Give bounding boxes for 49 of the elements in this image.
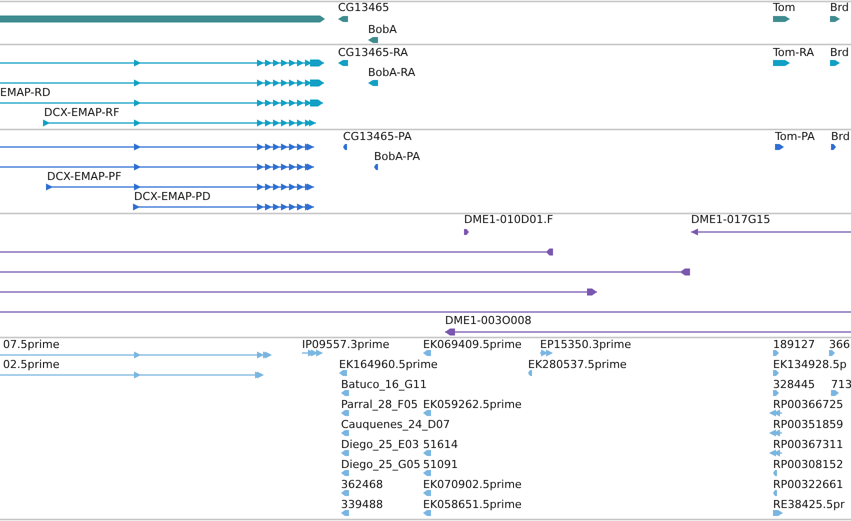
feature-label: 713 bbox=[831, 379, 851, 391]
feature-label: RE38425.5pr bbox=[773, 499, 845, 511]
feature-label: EK134928.5p bbox=[773, 359, 847, 371]
feature-label: BobA bbox=[368, 24, 397, 36]
feature-label: 362468 bbox=[341, 479, 383, 491]
feature-label: EK280537.5prime bbox=[528, 359, 627, 371]
feature-label: 189127 bbox=[773, 339, 815, 351]
feature-label: EK069409.5prime bbox=[423, 339, 522, 351]
feature-label: EK164960.5prime bbox=[339, 359, 438, 371]
feature-label: EK070902.5prime bbox=[423, 479, 522, 491]
feature-label: Cauquenes_24_D07 bbox=[341, 419, 450, 431]
feature-label: EK058651.5prime bbox=[423, 499, 522, 511]
feature-label: CG13465-RA bbox=[338, 47, 408, 59]
feature-label: EP15350.3prime bbox=[540, 339, 632, 351]
feature-label: CG13465 bbox=[338, 2, 390, 14]
feature-label: Tom-RA bbox=[773, 47, 814, 59]
feature-label: RP00308152 bbox=[773, 459, 844, 471]
feature-label: 51614 bbox=[423, 439, 458, 451]
feature-label: 51091 bbox=[423, 459, 458, 471]
feature-label: DME1-003O008 bbox=[445, 315, 532, 327]
feature-label: Batuco_16_G11 bbox=[341, 379, 427, 391]
feature-label: RP00366725 bbox=[773, 399, 844, 411]
feature-label: BobA-RA bbox=[368, 67, 416, 79]
feature-label: 366 bbox=[829, 339, 850, 351]
feature-label: DCX-EMAP-PF bbox=[47, 171, 122, 183]
feature-label: IP09557.3prime bbox=[302, 339, 390, 351]
feature-label: RP00367311 bbox=[773, 439, 844, 451]
feature-label: DME1-010D01.F bbox=[464, 214, 554, 226]
feature-label: DME1-017G15 bbox=[691, 214, 770, 226]
feature-label: Diego_25_E03 bbox=[341, 439, 419, 451]
feature-label: 339488 bbox=[341, 499, 383, 511]
feature-label: BobA-PA bbox=[374, 151, 420, 163]
feature-label: Brd bbox=[831, 131, 850, 143]
feature-label: RP00351859 bbox=[773, 419, 844, 431]
feature-label: EK059262.5prime bbox=[423, 399, 522, 411]
feature-label: 07.5prime bbox=[3, 339, 60, 351]
feature-label: Brd bbox=[830, 47, 849, 59]
feature-label: DCX-EMAP-PD bbox=[134, 191, 211, 203]
feature-label: Parral_28_F05 bbox=[341, 399, 418, 411]
feature-label: 02.5prime bbox=[3, 359, 60, 371]
feature-label: CG13465-PA bbox=[343, 131, 412, 143]
feature-label: Tom-PA bbox=[775, 131, 815, 143]
feature-label: RP00322661 bbox=[773, 479, 844, 491]
feature-label: EMAP-RD bbox=[0, 87, 50, 99]
feature-label: DCX-EMAP-RF bbox=[44, 107, 120, 119]
feature-label: Diego_25_G05 bbox=[341, 459, 421, 471]
feature-label: Tom bbox=[773, 2, 796, 14]
feature-label: 328445 bbox=[773, 379, 815, 391]
feature-label: Brd bbox=[830, 2, 849, 14]
